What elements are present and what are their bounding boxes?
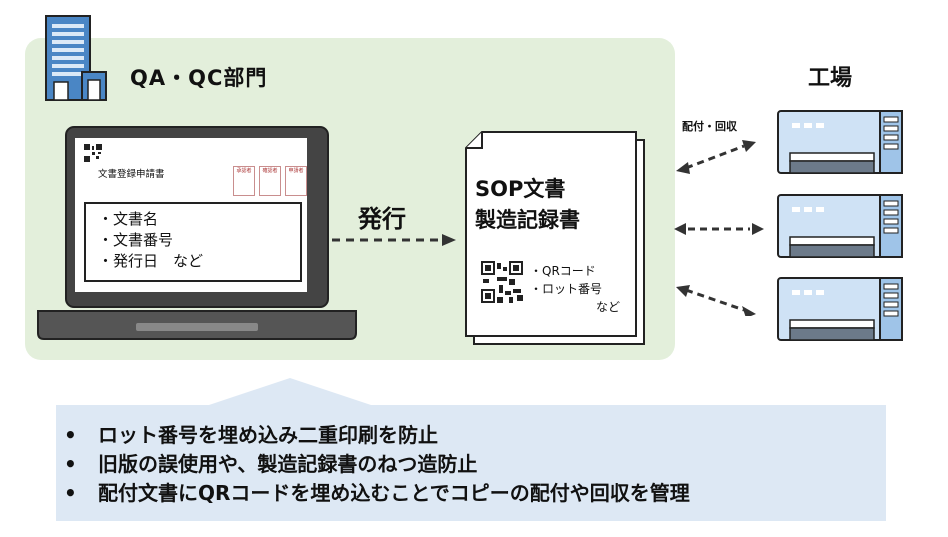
arrow-head: [742, 140, 756, 152]
factory-icon: [777, 110, 903, 174]
arrow-head: [742, 306, 756, 316]
request-form-title: 文書登録申請書: [98, 169, 165, 180]
note-item: 配付文書にQRコードを埋め込むことでコピーの配付や回収を管理: [64, 479, 886, 508]
issue-label: 発行: [358, 205, 406, 233]
factory-icon: [777, 277, 903, 341]
qr-code-icon: [481, 261, 523, 303]
distribution-arrows: [674, 140, 764, 316]
approval-stamp: 確認者: [259, 166, 281, 196]
distribution-label: 配付・回収: [682, 120, 737, 133]
field-document-name: ・文書名: [98, 210, 159, 228]
request-form-fields-callout: ・文書名 ・文書番号 ・発行日 など: [84, 202, 302, 282]
sop-document-items: ・QRコード ・ロット番号 など: [530, 262, 620, 316]
notes-callout-pointer: [200, 378, 380, 408]
factory-icon: [777, 194, 903, 258]
factory-title: 工場: [808, 66, 853, 91]
approval-stamp: 承認者: [233, 166, 255, 196]
notes-panel: ロット番号を埋め込み二重印刷を防止 旧版の誤使用や、製造記録書のねつ造防止 配付…: [56, 405, 886, 521]
issue-arrow-icon: [332, 234, 456, 246]
building-icon: [45, 15, 107, 101]
field-document-number: ・文書番号: [98, 231, 174, 249]
arrow-head: [676, 285, 690, 297]
sop-title-line2: 製造記録書: [475, 208, 580, 232]
arrow-head: [674, 223, 686, 235]
sop-item-lot-number: ・ロット番号: [530, 282, 603, 296]
note-item: ロット番号を埋め込み二重印刷を防止: [64, 421, 886, 450]
arrow-head: [752, 223, 764, 235]
approval-stamp: 申請者: [285, 166, 307, 196]
qa-department-title: QA・QC部門: [130, 66, 268, 90]
sop-document-title: SOP文書 製造記録書: [475, 174, 580, 236]
sop-item-etc: など: [596, 300, 621, 314]
field-issue-date: ・発行日 など: [98, 252, 204, 270]
sop-title-line1: SOP文書: [475, 177, 566, 201]
arrow-head: [676, 162, 690, 174]
sop-item-qr-code: ・QRコード: [530, 264, 596, 278]
note-item: 旧版の誤使用や、製造記録書のねつ造防止: [64, 450, 886, 479]
qr-code-icon: [84, 144, 102, 162]
